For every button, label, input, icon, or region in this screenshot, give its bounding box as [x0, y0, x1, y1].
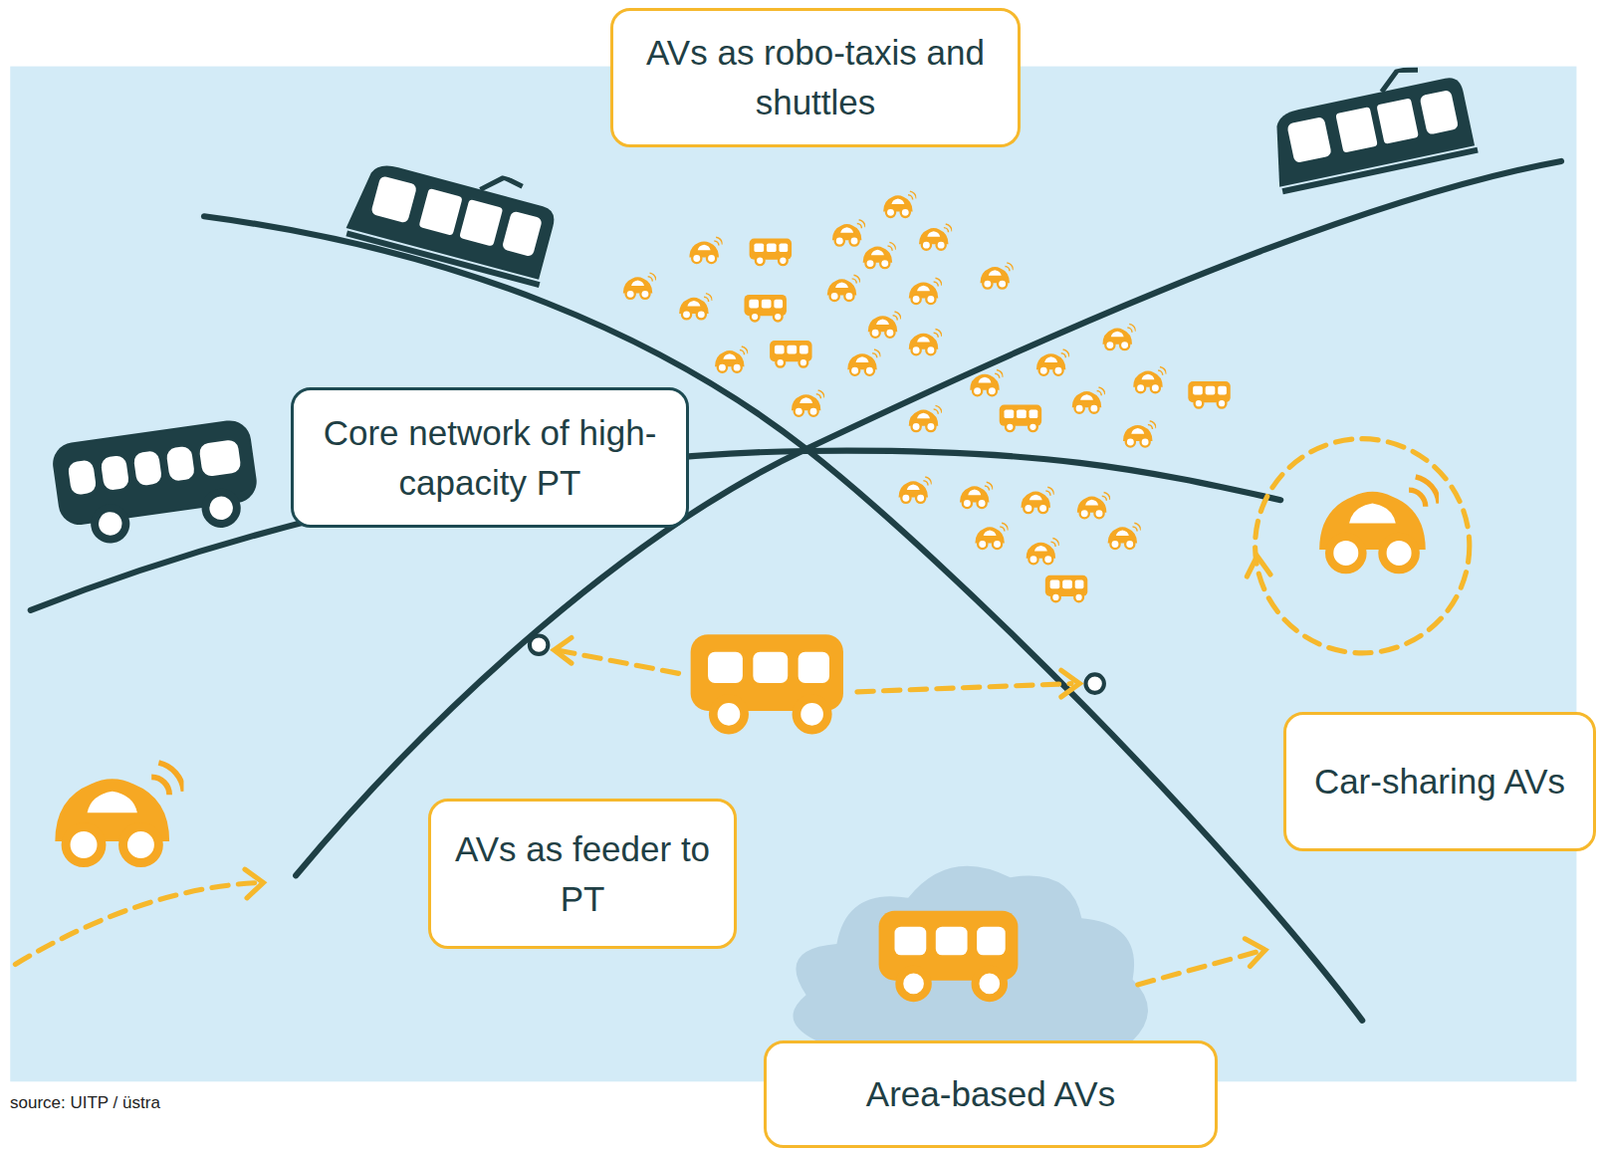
vehicle-icon	[1036, 349, 1070, 376]
vehicle-icon	[1102, 323, 1136, 350]
box-text: Core network of high-capacity PT	[309, 408, 671, 507]
text-box: AVs as feeder to PT	[428, 798, 737, 949]
vehicle-icon	[623, 272, 657, 299]
vehicle-icon	[827, 274, 861, 301]
vehicle-icon	[918, 224, 952, 250]
vehicle-icon	[1077, 491, 1111, 518]
vehicle-icon	[743, 294, 786, 322]
vehicle-icon	[909, 405, 942, 432]
text-box: AVs as robo-taxis and shuttles	[610, 7, 1021, 148]
text-box: Car-sharing AVs	[1283, 711, 1597, 852]
vehicle-icon	[969, 369, 1003, 396]
vehicle-icon	[979, 262, 1013, 289]
vehicle-icon	[847, 349, 881, 376]
vehicle-icon	[1133, 366, 1166, 393]
text-box: Core network of high-capacity PT	[290, 387, 689, 528]
text-box: Area-based AVs	[763, 1040, 1218, 1148]
box-text: AVs as robo-taxis and shuttles	[629, 27, 1002, 127]
vehicle-icon	[1123, 421, 1156, 448]
vehicle-icon	[1045, 575, 1088, 603]
vehicle-icon	[863, 241, 897, 268]
box-text: Car-sharing AVs	[1314, 756, 1566, 807]
vehicle-icon	[909, 277, 942, 304]
vehicle-icon	[679, 293, 712, 320]
vehicle-icon	[688, 236, 722, 263]
vehicle-icon	[749, 238, 792, 266]
vehicle-icon	[974, 522, 1008, 549]
vehicle-icon	[714, 346, 748, 373]
vehicle-icon	[959, 481, 993, 508]
source-note: source: UITP / üstra	[9, 1093, 161, 1114]
box-text: Area-based AVs	[866, 1069, 1116, 1120]
vehicle-icon	[1072, 387, 1106, 414]
vehicle-icon	[868, 311, 902, 338]
vehicle-icon	[1020, 486, 1054, 513]
vehicle-icon	[883, 191, 916, 218]
vehicle-icon	[909, 328, 942, 355]
vehicle-icon	[1187, 381, 1230, 409]
vehicle-icon	[832, 220, 866, 246]
vehicle-icon	[1108, 522, 1142, 549]
vehicle-icon	[1026, 538, 1060, 565]
vehicle-icon	[999, 405, 1042, 433]
vehicle-icon	[769, 340, 812, 368]
vehicle-icon	[899, 476, 932, 503]
box-text: AVs as feeder to PT	[447, 824, 718, 923]
vehicle-icon	[791, 390, 825, 417]
